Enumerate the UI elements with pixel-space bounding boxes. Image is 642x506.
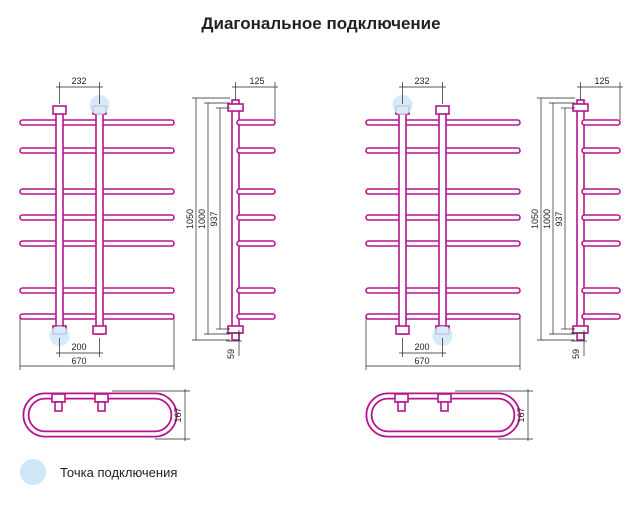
dim-plan-depth: 167 bbox=[173, 407, 183, 422]
dim-plan-depth: 167 bbox=[516, 407, 526, 422]
plan-fitting bbox=[394, 393, 409, 403]
riser-left bbox=[398, 107, 407, 335]
front-view-risers bbox=[55, 107, 104, 335]
plan-dimension-lines bbox=[455, 389, 533, 441]
plan-loop-inner bbox=[367, 394, 519, 436]
side-rail bbox=[581, 188, 621, 195]
side-rail bbox=[581, 214, 621, 221]
dim-bottom-spacing: 200 bbox=[414, 342, 429, 352]
side-bracket bbox=[572, 103, 589, 112]
front-view-risers bbox=[398, 107, 447, 335]
dim-height-inner: 937 bbox=[209, 211, 219, 226]
connection-point-icon bbox=[392, 95, 413, 115]
side-view bbox=[572, 99, 621, 341]
dim-height-mid: 1000 bbox=[542, 209, 552, 229]
side-dimension-lines bbox=[537, 82, 623, 356]
dim-total-width: 670 bbox=[71, 356, 86, 366]
riser-left bbox=[55, 107, 64, 335]
front-dimension-lines bbox=[19, 82, 175, 370]
nipple bbox=[395, 325, 410, 335]
legend-label: Точка подключения bbox=[60, 464, 178, 480]
dim-side-depth: 125 bbox=[594, 76, 609, 86]
side-bracket bbox=[227, 103, 244, 112]
dim-height-mid: 1000 bbox=[197, 209, 207, 229]
side-rail bbox=[236, 313, 276, 320]
side-rail bbox=[581, 313, 621, 320]
plan-fitting bbox=[51, 393, 66, 403]
page-title: Диагональное подключение bbox=[201, 14, 441, 33]
side-rail bbox=[236, 119, 276, 126]
side-rail bbox=[236, 214, 276, 221]
nipple bbox=[52, 105, 67, 115]
connection-point-icon bbox=[20, 459, 46, 485]
side-rail bbox=[581, 147, 621, 154]
plan-loop-inner bbox=[24, 394, 176, 436]
side-rail bbox=[236, 287, 276, 294]
dim-bottom-offset: 59 bbox=[226, 349, 236, 359]
side-bracket bbox=[572, 325, 589, 334]
dim-total-width: 670 bbox=[414, 356, 429, 366]
plan-fitting bbox=[97, 401, 106, 412]
dim-height-outer: 1050 bbox=[185, 209, 195, 229]
dim-height-outer: 1050 bbox=[530, 209, 540, 229]
side-view bbox=[227, 99, 276, 341]
variant-left: 232 200 670 bbox=[19, 76, 278, 441]
dim-top-width: 232 bbox=[71, 76, 86, 86]
connection-point-icon bbox=[89, 95, 110, 115]
riser-right bbox=[438, 107, 447, 335]
plan-fitting bbox=[94, 393, 109, 403]
legend: Точка подключения bbox=[20, 458, 177, 486]
plan-view bbox=[365, 392, 521, 438]
front-dimension-lines bbox=[365, 82, 521, 370]
dim-bottom-offset: 59 bbox=[571, 349, 581, 359]
side-rail bbox=[581, 240, 621, 247]
side-bracket bbox=[227, 325, 244, 334]
variant-right: 232 200 670 bbox=[365, 76, 623, 441]
plan-fitting bbox=[437, 393, 452, 403]
connection-point-icon bbox=[49, 326, 70, 346]
plan-dimension-lines bbox=[112, 389, 190, 441]
dim-bottom-spacing: 200 bbox=[71, 342, 86, 352]
plan-fitting bbox=[397, 401, 406, 412]
dim-side-depth: 125 bbox=[249, 76, 264, 86]
nipple bbox=[92, 325, 107, 335]
plan-fitting bbox=[54, 401, 63, 412]
plan-view bbox=[22, 392, 178, 438]
side-dimension-lines bbox=[192, 82, 278, 356]
nipple bbox=[435, 105, 450, 115]
dim-height-inner: 937 bbox=[554, 211, 564, 226]
riser-right bbox=[95, 107, 104, 335]
side-rail bbox=[581, 287, 621, 294]
plan-fitting bbox=[440, 401, 449, 412]
side-rail bbox=[581, 119, 621, 126]
dim-top-width: 232 bbox=[414, 76, 429, 86]
side-rail bbox=[236, 240, 276, 247]
side-rail bbox=[236, 188, 276, 195]
side-rail bbox=[236, 147, 276, 154]
connection-point-icon bbox=[432, 326, 453, 346]
